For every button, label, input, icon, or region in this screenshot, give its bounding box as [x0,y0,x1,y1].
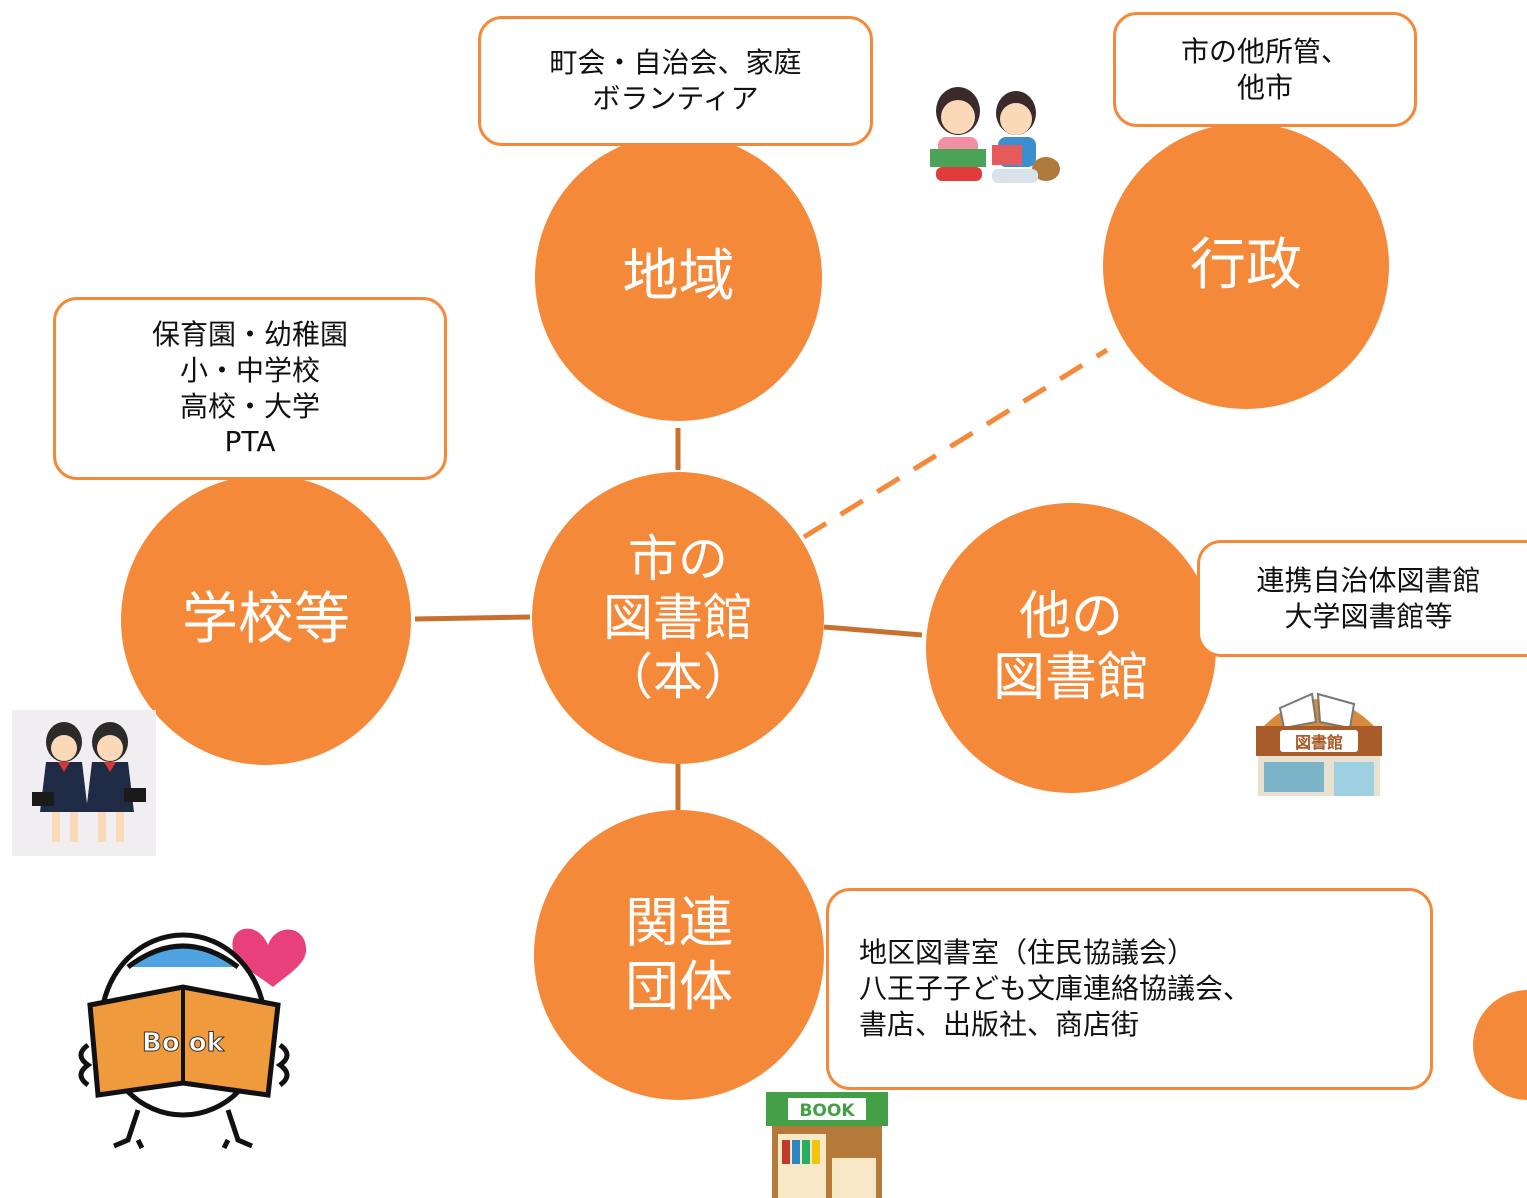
hub-gyosei: 行政 [1103,123,1389,409]
hub-gyosei-label: 行政 [1190,232,1302,298]
hub-chiiki: 地域 [535,134,822,421]
library-sign-text: 図書館 [1295,733,1343,752]
note-chiiki: 町会・自治会、家庭 ボランティア [478,16,873,146]
note-kanren-text: 地区図書室（住民協議会） 八王子子ども文庫連絡協議会、 書店、出版社、商店街 [859,936,1252,1041]
bookshop-illustration: BOOK [766,1092,888,1198]
note-gyosei: 市の他所管、 他市 [1113,12,1417,127]
reading-bird-illustration: Bo ok [78,928,307,1150]
connector-hoka [823,624,923,638]
note-chiiki-text: 町会・自治会、家庭 ボランティア [549,46,802,115]
note-kanren: 地区図書室（住民協議会） 八王子子ども文庫連絡協議会、 書店、出版社、商店街 [826,888,1433,1090]
hub-center: 市の 図書館 （本） [532,472,824,764]
students-walking-illustration [12,710,156,856]
heart-icon [232,928,307,987]
hub-chiiki-label: 地域 [622,244,735,310]
note-gyosei-text: 市の他所管、 他市 [1180,34,1349,104]
connector-gyosei-dashed [802,347,1109,540]
connector-gakko [414,614,531,622]
note-gakko: 保育園・幼稚園 小・中学校 高校・大学 PTA [53,297,447,480]
hub-kanren: 関連 団体 [534,810,824,1100]
hub-center-label: 市の 図書館 （本） [603,529,753,706]
children-reading-illustration [930,87,1060,183]
hub-hoka-label: 他の 図書館 [992,586,1149,708]
note-gakko-text: 保育園・幼稚園 小・中学校 高校・大学 PTA [151,317,348,459]
hub-gakko-label: 学校等 [182,586,350,652]
hub-kanren-label: 関連 団体 [625,891,733,1018]
library-building-illustration: 図書館 [1256,692,1382,796]
hub-hoka: 他の 図書館 [926,503,1216,793]
bookshop-sign-text: BOOK [799,1101,855,1121]
hub-gakko: 学校等 [121,475,411,765]
reader-book-text: Bo ok [142,1028,225,1058]
note-hoka-text: 連携自治体図書館 大学図書館等 [1256,563,1481,633]
note-hoka: 連携自治体図書館 大学図書館等 [1197,540,1527,657]
